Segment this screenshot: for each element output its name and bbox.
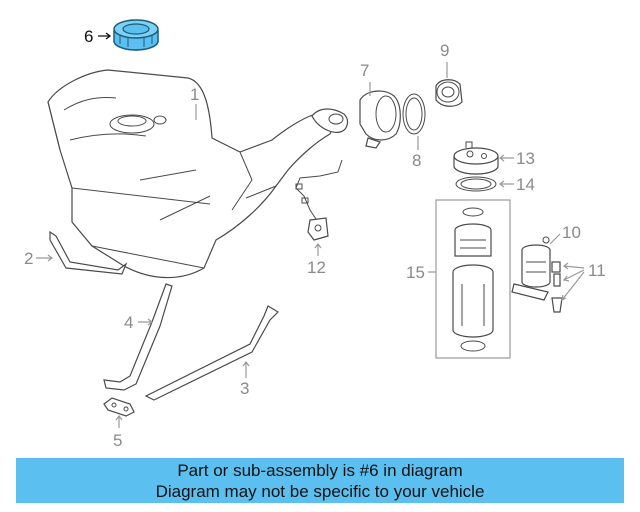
part-12-harness[interactable] xyxy=(295,159,343,241)
callout-1: 1 xyxy=(190,85,199,104)
callout-10: 10 xyxy=(562,223,581,242)
callout-7: 7 xyxy=(360,61,369,80)
callout-14: 14 xyxy=(516,175,535,194)
callout-5-arrow xyxy=(115,415,123,428)
callout-14-arrow xyxy=(499,180,514,188)
callout-15: 15 xyxy=(406,263,425,282)
part-4-strap[interactable] xyxy=(103,283,173,391)
caption-line-1: Part or sub-assembly is #6 in diagram xyxy=(177,460,463,480)
part-3-strap[interactable] xyxy=(144,305,279,401)
callout-4: 4 xyxy=(124,313,133,332)
part-7-collar[interactable] xyxy=(359,90,401,149)
part-11-fittings[interactable] xyxy=(551,261,563,313)
callout-6-arrow xyxy=(98,32,112,40)
part-6-cap[interactable] xyxy=(113,19,159,51)
part-10-pump[interactable] xyxy=(511,236,551,301)
callout-2: 2 xyxy=(24,249,33,268)
callout-13: 13 xyxy=(516,149,535,168)
callout-10-line xyxy=(549,233,561,245)
callout-11-arrows xyxy=(561,262,585,302)
part-13-plate[interactable] xyxy=(453,141,499,175)
part-2-strap[interactable] xyxy=(49,230,128,275)
caption-line-2: Diagram may not be specific to your vehi… xyxy=(155,481,485,501)
callout-2-arrow xyxy=(36,254,53,262)
part-14-ring[interactable] xyxy=(455,176,497,192)
callout-12-arrow xyxy=(314,243,322,256)
part-8-oring[interactable] xyxy=(402,93,426,135)
callout-11: 11 xyxy=(588,261,606,280)
caption-banner: Part or sub-assembly is #6 in diagram Di… xyxy=(16,458,624,503)
callout-13-arrow xyxy=(499,154,514,162)
parts-diagram: 6 1 2 3 4 5 xyxy=(24,19,606,450)
callout-5: 5 xyxy=(113,431,122,450)
part-9-cap[interactable] xyxy=(435,79,463,107)
part-1-fuel-tank[interactable] xyxy=(47,69,349,279)
part-5-bracket[interactable] xyxy=(103,397,135,417)
part-15-pump-module[interactable] xyxy=(435,199,511,359)
callout-3-arrow xyxy=(242,361,250,378)
callout-12: 12 xyxy=(307,258,326,277)
callout-8: 8 xyxy=(412,151,421,170)
callout-9: 9 xyxy=(440,41,449,60)
callout-6: 6 xyxy=(84,27,93,46)
callout-3: 3 xyxy=(240,379,249,398)
callout-4-arrow xyxy=(138,318,153,326)
